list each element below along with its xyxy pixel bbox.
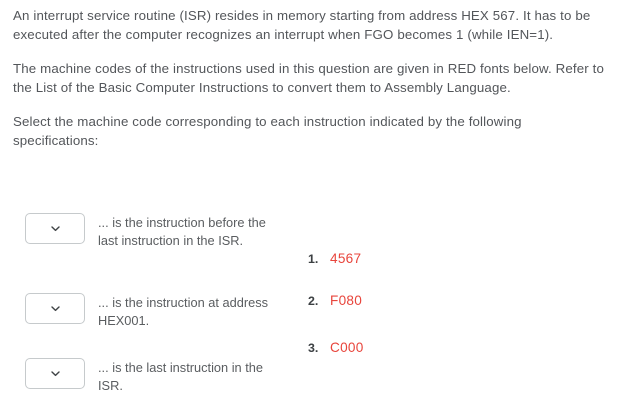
question-item-3: ... is the last instruction in the ISR. (25, 358, 283, 395)
answer-select-2[interactable] (25, 293, 85, 324)
intro-paragraph-1: An interrupt service routine (ISR) resid… (13, 8, 591, 42)
code-value: F080 (330, 293, 363, 308)
list-item: 1. 4567 (308, 251, 361, 266)
code-number: 2. (308, 294, 319, 308)
intro-paragraph-3: Select the machine code corresponding to… (13, 114, 522, 148)
question-item-1: ... is the instruction before the last i… (25, 213, 283, 250)
answer-select-1[interactable] (25, 213, 85, 244)
code-value: 4567 (330, 251, 362, 266)
intro-paragraph-2: The machine codes of the instructions us… (13, 61, 605, 95)
answer-matching-area: ... is the instruction before the last i… (0, 205, 628, 403)
answer-select-3[interactable] (25, 358, 85, 389)
question-item-2: ... is the instruction at address HEX001… (25, 293, 283, 330)
list-item: 2. F080 (308, 293, 362, 308)
code-number: 3. (308, 341, 319, 355)
chevron-down-icon (50, 224, 60, 233)
question-intro: An interrupt service routine (ISR) resid… (13, 6, 608, 150)
chevron-down-icon (50, 304, 60, 313)
list-item: 3. C000 (308, 340, 364, 355)
code-number: 1. (308, 252, 319, 266)
code-value: C000 (330, 340, 364, 355)
question-prompt-3: ... is the last instruction in the ISR. (98, 360, 264, 393)
question-prompt-2: ... is the instruction at address HEX001… (98, 295, 268, 328)
chevron-down-icon (50, 369, 60, 378)
question-prompt-1: ... is the instruction before the last i… (98, 215, 266, 248)
